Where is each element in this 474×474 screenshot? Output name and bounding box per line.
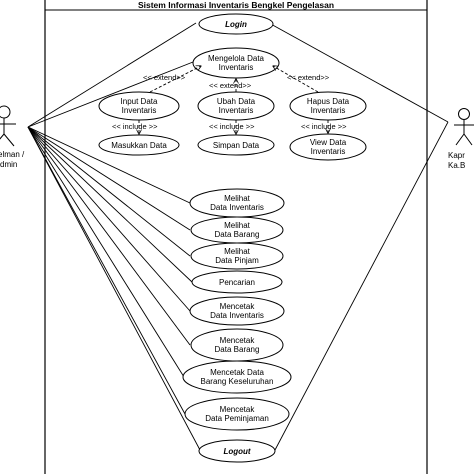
use-case-mencetak-data-barang-keseluruhan[interactable]: Mencetak Data Barang Keseluruhan <box>182 360 292 394</box>
extend-label-right: << extend>> <box>287 73 330 82</box>
system-boundary <box>44 0 428 474</box>
actor-right-label-1: Kapr <box>448 151 465 160</box>
use-case-cetak-inv-label-2: Data Inventaris <box>210 311 264 320</box>
use-case-hapus-label-2: Inventaris <box>311 106 346 115</box>
use-case-mencetak-data-barang[interactable]: Mencetak Data Barang <box>190 328 284 362</box>
actor-left: elman / dmin <box>0 105 25 169</box>
use-case-melihat-data-inventaris[interactable]: Melihat Data Inventaris <box>189 188 285 218</box>
actor-right-label-2: Ka.B <box>448 161 465 170</box>
use-case-hapus-label-1: Hapus Data <box>307 97 350 106</box>
use-case-lihat-barang-label-2: Data Barang <box>215 230 260 239</box>
include-label-left: << include >> <box>112 122 158 131</box>
use-case-ubah-label-1: Ubah Data <box>217 97 256 106</box>
associations-right <box>268 22 449 451</box>
extend-input-to-kelola <box>149 66 201 93</box>
use-case-lihat-barang-label-1: Melihat <box>224 221 251 230</box>
use-case-kelola-data-inventaris[interactable]: Mengelola Data Inventaris <box>192 47 280 79</box>
use-case-mencetak-data-peminjaman[interactable]: Mencetak Data Peminjaman <box>184 397 290 431</box>
use-case-lihat-inv-label-1: Melihat <box>224 194 251 203</box>
use-case-mencetak-data-inventaris[interactable]: Mencetak Data Inventaris <box>189 296 285 326</box>
extend-label-left: << extend>> <box>143 73 186 82</box>
include-label-right: << include >> <box>301 122 347 131</box>
extend-label-center: << extend>> <box>209 81 252 90</box>
associations-left <box>27 22 201 451</box>
use-case-kelola-label-2: Inventaris <box>219 63 254 72</box>
use-case-cetak-seluruh-label-1: Mencetak Data <box>210 368 264 377</box>
use-case-kelola-label-1: Mengelola Data <box>208 54 265 63</box>
use-case-masukkan-data[interactable]: Masukkan Data <box>98 134 180 156</box>
use-case-view-data-inventaris[interactable]: View Data Inventaris <box>289 133 367 161</box>
use-case-ubah-data-inventaris[interactable]: Ubah Data Inventaris <box>197 91 275 121</box>
use-case-logout-label: Logout <box>223 447 250 456</box>
use-case-cetak-barang-label-2: Data Barang <box>215 345 260 354</box>
use-case-lihat-pinjam-label-1: Melihat <box>224 247 251 256</box>
use-case-melihat-data-pinjam[interactable]: Melihat Data Pinjam <box>190 242 284 270</box>
use-case-cetak-pinjam-label-1: Mencetak <box>220 405 256 414</box>
use-case-view-label-2: Inventaris <box>311 147 346 156</box>
extend-hapus-to-kelola <box>273 66 319 93</box>
use-case-login[interactable]: Login <box>198 13 274 35</box>
use-case-cetak-barang-label-1: Mencetak <box>220 336 256 345</box>
use-case-lihat-inv-label-2: Data Inventaris <box>210 203 264 212</box>
include-label-center: << include >> <box>209 122 255 131</box>
system-title: Sistem Informasi Inventaris Bengkel Peng… <box>138 0 334 10</box>
actor-left-label-2: dmin <box>0 160 17 169</box>
use-case-input-label-2: Inventaris <box>122 106 157 115</box>
use-case-ubah-label-2: Inventaris <box>219 106 254 115</box>
use-case-cetak-pinjam-label-2: Data Peminjaman <box>205 414 269 423</box>
use-case-simpan-data[interactable]: Simpan Data <box>197 134 275 156</box>
include-relations <box>139 120 328 134</box>
actor-left-label-1: elman / <box>0 150 25 159</box>
use-case-cetak-inv-label-1: Mencetak <box>220 302 256 311</box>
use-case-view-label-1: View Data <box>310 138 347 147</box>
use-case-pencarian-label: Pencarian <box>219 278 255 287</box>
actor-right: Kapr Ka.B <box>448 108 474 170</box>
use-case-melihat-data-barang[interactable]: Melihat Data Barang <box>190 216 284 244</box>
use-case-login-label: Login <box>225 20 247 29</box>
actor-right-head <box>458 108 470 120</box>
use-case-hapus-data-inventaris[interactable]: Hapus Data Inventaris <box>289 91 367 121</box>
extend-relations <box>149 66 319 93</box>
use-case-masukkan-label: Masukkan Data <box>111 141 167 150</box>
use-case-input-label-1: Input Data <box>121 97 158 106</box>
use-case-input-data-inventaris[interactable]: Input Data Inventaris <box>98 91 180 121</box>
use-case-simpan-label: Simpan Data <box>213 141 260 150</box>
use-case-lihat-pinjam-label-2: Data Pinjam <box>215 256 259 265</box>
use-case-cetak-seluruh-label-2: Barang Keseluruhan <box>201 377 274 386</box>
actor-left-head <box>0 105 11 119</box>
use-case-logout[interactable]: Logout <box>198 439 276 463</box>
use-case-pencarian[interactable]: Pencarian <box>191 270 283 294</box>
